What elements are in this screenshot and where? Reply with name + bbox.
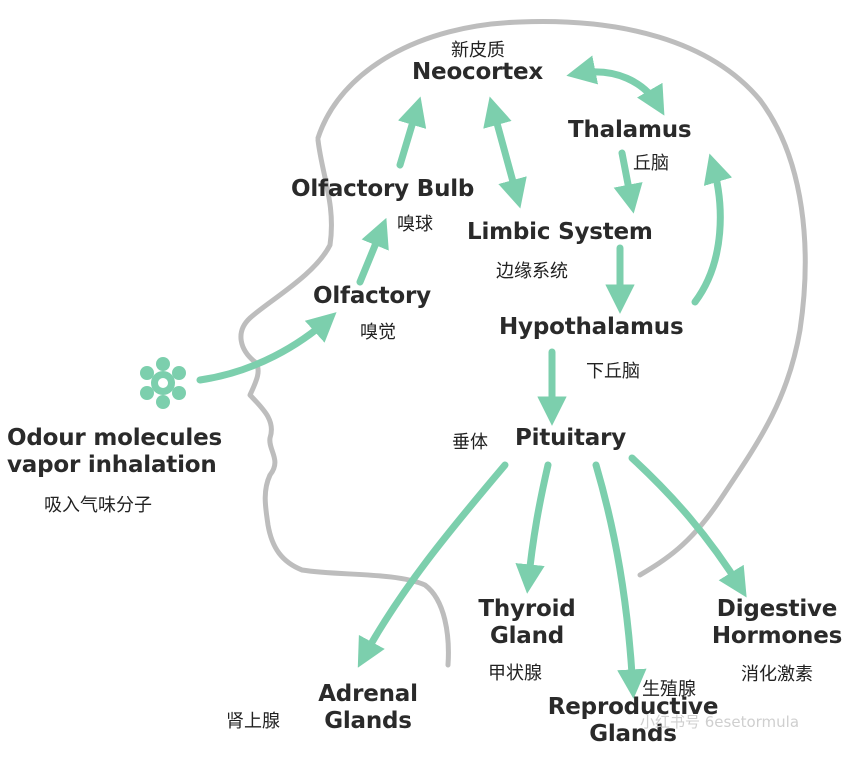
watermark: 小红书号 6esetormula [640, 713, 800, 731]
arrow-odour-to-olfactory [196, 312, 337, 384]
molecule-icon [140, 357, 186, 409]
thyroid-label-zh: 甲状腺 [488, 663, 542, 684]
arrow-neocortex-thalamus [566, 55, 665, 116]
odour-molecules-label: Odour molecules vapor inhalation [7, 425, 222, 478]
arrow-pituitary-to-thyroid [515, 461, 552, 594]
digestive-hormones-label: Digestive Hormones [711, 596, 843, 649]
pituitary-label: Pituitary [515, 425, 627, 451]
arrow-pituitary-to-reproductive [592, 461, 647, 699]
arrow-hypothalamus-to-thalamus [691, 153, 733, 306]
arrow-pituitary-to-adrenal [357, 461, 509, 668]
thalamus-label-zh: 丘脑 [633, 153, 669, 174]
head-outline [238, 19, 808, 668]
neocortex-label: Neocortex [412, 59, 544, 85]
hypothalamus-label-zh: 下丘脑 [586, 361, 640, 382]
reproductive-glands-label-zh: 生殖腺 [642, 679, 696, 700]
limbic-system-label: Limbic System [467, 219, 653, 245]
arrow-pituitary-to-digestive [628, 454, 747, 598]
arrow-neocortex-limbic [483, 96, 527, 209]
head-back-curve [315, 19, 808, 578]
face-profile [238, 137, 451, 668]
arrow-thalamus-to-limbic [613, 149, 643, 214]
hypothalamus-label: Hypothalamus [499, 314, 684, 340]
reproductive-glands-label: Reproductive Glands [547, 694, 719, 747]
odour-molecules-label-zh: 吸入气味分子 [44, 495, 152, 516]
pathway-arrows [196, 55, 747, 699]
pituitary-label-zh: 垂体 [452, 432, 488, 453]
arrow-bulb-to-neocortex [396, 96, 427, 169]
olfactory-label: Olfactory [313, 283, 431, 309]
limbic-system-label-zh: 边缘系统 [496, 261, 568, 282]
arrow-olfactory-to-bulb [356, 217, 389, 286]
thyroid-label: Thyroid Gland [478, 596, 576, 649]
olfactory-bulb-label: Olfactory Bulb [291, 176, 475, 202]
digestive-hormones-label-zh: 消化激素 [741, 664, 813, 685]
thalamus-label: Thalamus [568, 117, 692, 143]
olfactory-bulb-label-zh: 嗅球 [397, 214, 433, 235]
olfactory-label-zh: 嗅觉 [360, 322, 396, 343]
adrenal-glands-label: Adrenal Glands [318, 681, 418, 734]
neocortex-label-zh: 新皮质 [451, 40, 505, 61]
adrenal-glands-label-zh: 肾上腺 [226, 711, 280, 732]
